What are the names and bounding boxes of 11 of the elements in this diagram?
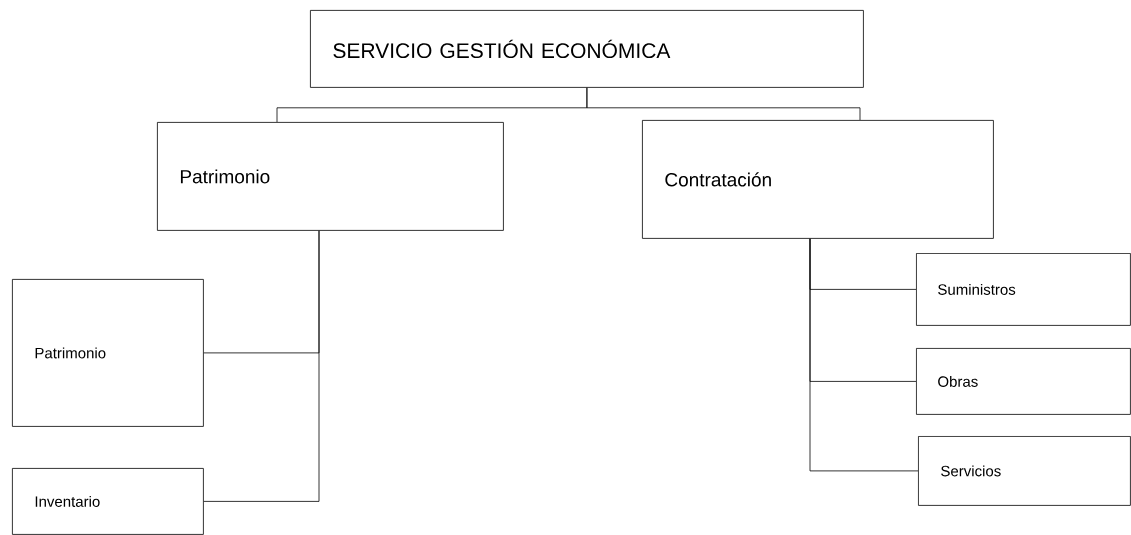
org-box: SERVICIO GESTIÓN ECONÓMICA: [310, 10, 864, 88]
connector-line: [586, 87, 861, 121]
connector-line: [203, 230, 320, 502]
org-box: Servicios: [918, 436, 1131, 506]
org-box: Patrimonio: [12, 279, 204, 427]
org-box: Suministros: [916, 253, 1131, 326]
connector-line: [809, 238, 919, 472]
org-box: Inventario: [12, 468, 204, 535]
org-box: Contratación: [642, 120, 994, 239]
org-box: Obras: [916, 348, 1131, 415]
org-box: Patrimonio: [157, 122, 504, 231]
